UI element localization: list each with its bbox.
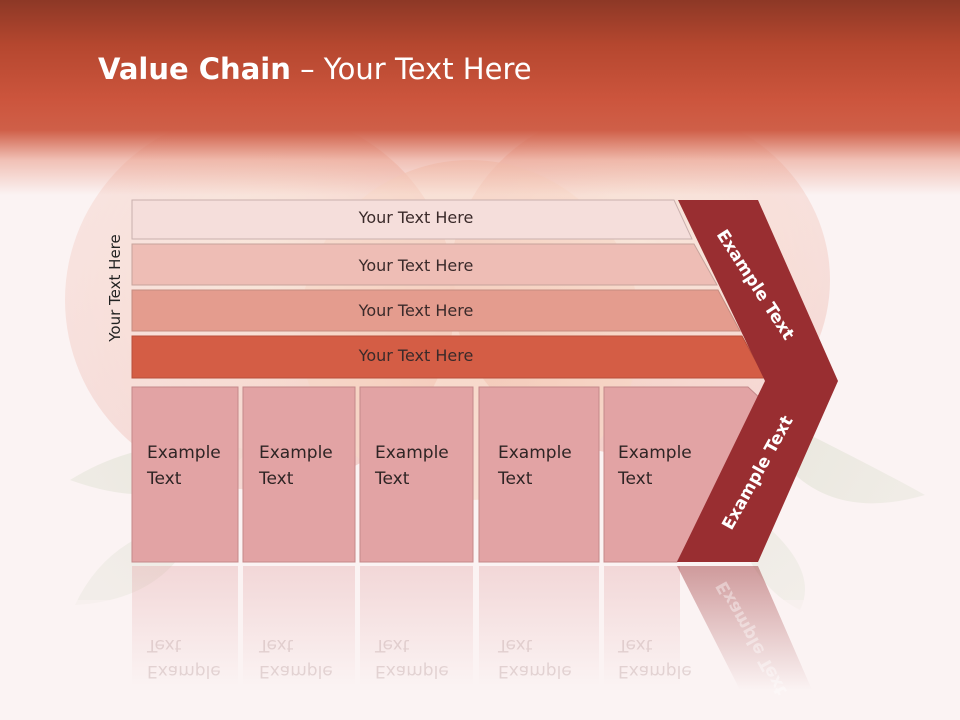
cell-box-3 — [359, 386, 474, 563]
cell-box-2 — [242, 386, 356, 563]
cell-reflection-1 — [132, 566, 238, 686]
chevron-reflection — [677, 566, 812, 690]
cell-box-4 — [478, 386, 600, 563]
cell-reflection-3 — [360, 566, 473, 686]
cell-reflection-2 — [243, 566, 355, 686]
title-bold: Value Chain — [98, 52, 291, 86]
cell-reflection-4 — [479, 566, 599, 686]
row-label-4: Your Text Here — [358, 346, 474, 365]
cell-reflection-5 — [604, 566, 680, 686]
row-bar-2 — [131, 243, 718, 286]
row-label-2: Your Text Here — [358, 256, 474, 275]
row-bar-3 — [131, 289, 741, 332]
title-rest: – Your Text Here — [290, 52, 532, 86]
row-label-3: Your Text Here — [358, 301, 474, 320]
cell-box-1 — [131, 386, 239, 563]
row-bar-1 — [131, 199, 693, 240]
row-label-1: Your Text Here — [358, 208, 474, 227]
title-bar — [0, 0, 960, 195]
slide-title: Value Chain – Your Text Here — [98, 52, 532, 86]
chevron-arrow — [677, 200, 838, 562]
